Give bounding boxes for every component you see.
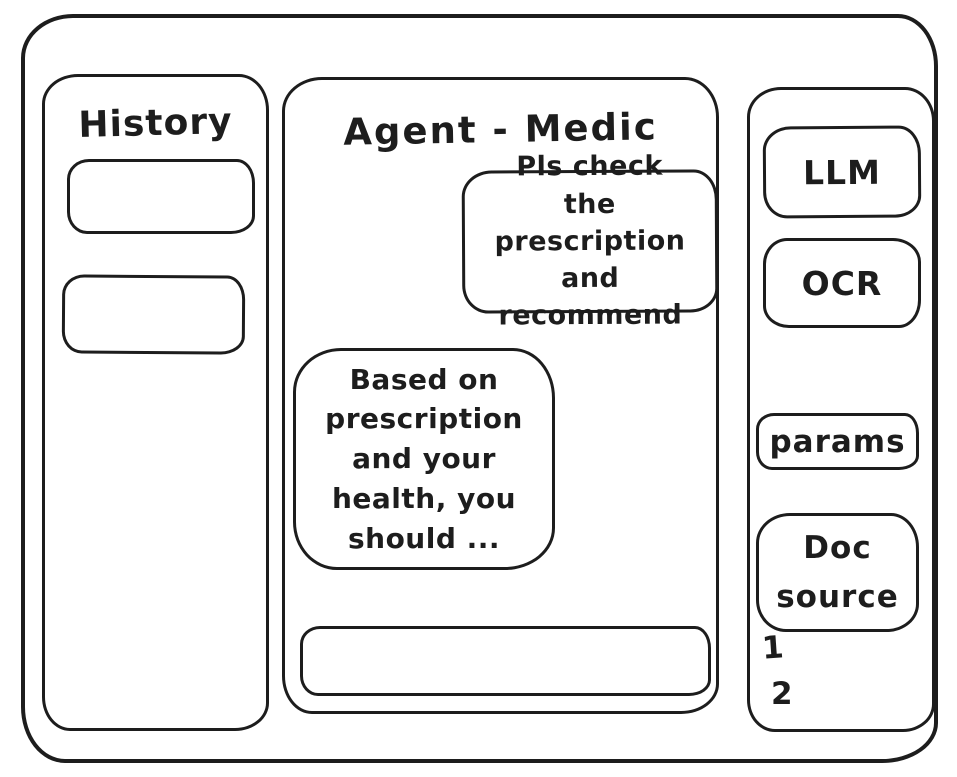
tools-panel: LLM OCR params Doc source 1 2	[747, 87, 935, 732]
params-button[interactable]: params	[756, 413, 919, 470]
assistant-message-bubble: Based on prescription and your health, y…	[293, 348, 555, 570]
history-panel: History	[42, 74, 269, 731]
user-message-text: Pls check the prescription and recommend	[494, 150, 686, 332]
doc-source-item-2[interactable]: 2	[771, 676, 793, 712]
user-message-bubble: Pls check the prescription and recommend	[461, 151, 719, 332]
chat-panel: Agent - Medic Pls check the prescription…	[282, 77, 719, 714]
history-title: History	[77, 100, 234, 147]
doc-source-item-1[interactable]: 1	[760, 629, 785, 667]
history-item[interactable]	[61, 274, 246, 355]
app-frame: History Agent - Medic Pls check the pres…	[21, 14, 938, 763]
doc-source-button[interactable]: Doc source	[756, 513, 919, 632]
ocr-button[interactable]: OCR	[763, 238, 921, 328]
assistant-message-text: Based on prescription and your health, y…	[325, 362, 523, 555]
llm-button[interactable]: LLM	[762, 125, 922, 219]
history-item[interactable]	[67, 159, 255, 234]
message-input[interactable]	[300, 626, 711, 696]
